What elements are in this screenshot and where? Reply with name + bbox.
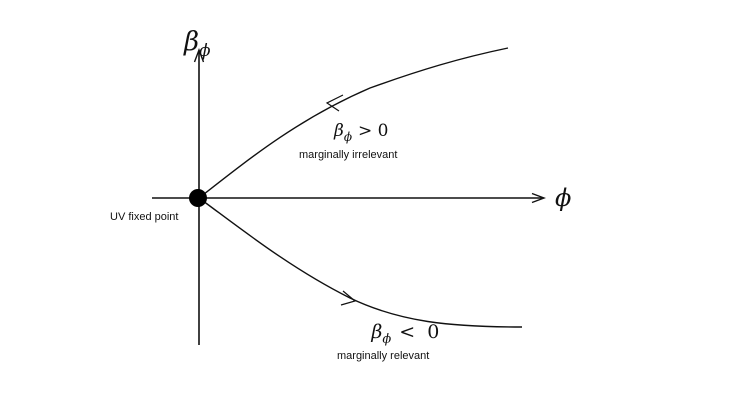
upper-flow-arrow bbox=[325, 94, 344, 112]
lower-beta-relation: < 0 bbox=[399, 321, 439, 343]
x-axis-arrowhead bbox=[531, 192, 546, 204]
upper-beta-symbol: β bbox=[333, 121, 344, 141]
lower-beta-symbol: β bbox=[370, 321, 382, 343]
lower-flow-curve bbox=[198, 197, 523, 328]
lower-beta-subscript: ϕ bbox=[382, 332, 391, 347]
x-axis-label: ϕ bbox=[555, 184, 571, 212]
upper-beta-subscript: ϕ bbox=[344, 130, 352, 144]
lower-branch-condition: βϕ < 0 bbox=[345, 321, 455, 347]
uv-fixed-point-marker bbox=[189, 189, 207, 207]
upper-branch-condition: βϕ > 0 bbox=[333, 121, 388, 144]
lower-branch-description: marginally relevant bbox=[337, 350, 429, 362]
upper-flow-curve bbox=[198, 47, 509, 199]
upper-beta-relation: > 0 bbox=[358, 121, 388, 141]
y-axis-label: βϕ bbox=[183, 27, 211, 61]
y-axis-symbol: β bbox=[183, 27, 199, 57]
lower-flow-arrow bbox=[340, 290, 357, 306]
uv-fixed-point-label: UV fixed point bbox=[110, 211, 178, 223]
upper-branch-description: marginally irrelevant bbox=[299, 149, 397, 161]
y-axis-arrowhead bbox=[193, 48, 205, 63]
y-axis-subscript: ϕ bbox=[199, 41, 211, 61]
